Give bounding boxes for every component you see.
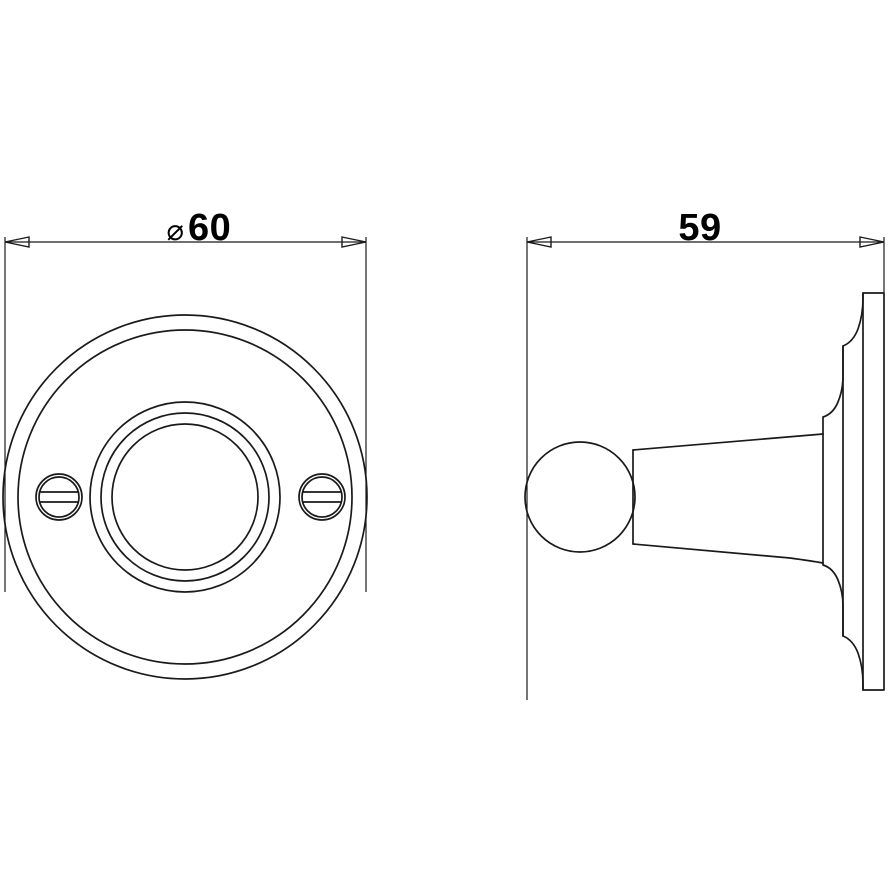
front-view: [2, 314, 368, 680]
screw-right-head-outer-circle: [298, 473, 346, 521]
stem-upper-profile: [632, 433, 824, 451]
dim60-diameter-symbol: ⌀: [167, 215, 184, 247]
screw-left-head-inner-circle: [38, 476, 80, 518]
centre-boss-outer-circle: [89, 401, 281, 593]
screw-right: [298, 473, 346, 521]
screw-right-head-inner-circle: [301, 476, 343, 518]
screw-left-head-outer-circle: [35, 473, 83, 521]
dimension-depth-59: [526, 236, 885, 700]
dimension-diameter-60: [4, 236, 367, 592]
centre-boss-inner-circle: [111, 423, 259, 571]
centre-boss-middle-circle: [100, 412, 270, 582]
rose-backplate-outline: [822, 292, 885, 691]
rose-inner-rim-circle: [17, 329, 353, 665]
rose-outer-rim-circle: [2, 314, 368, 680]
side-view: [524, 292, 885, 691]
knob-ball-circle: [524, 441, 636, 553]
dim59-value-text: 59: [678, 207, 721, 249]
screw-left: [35, 473, 83, 521]
stem-lower-profile: [632, 543, 824, 564]
dim60-value-text: 60: [188, 207, 231, 249]
